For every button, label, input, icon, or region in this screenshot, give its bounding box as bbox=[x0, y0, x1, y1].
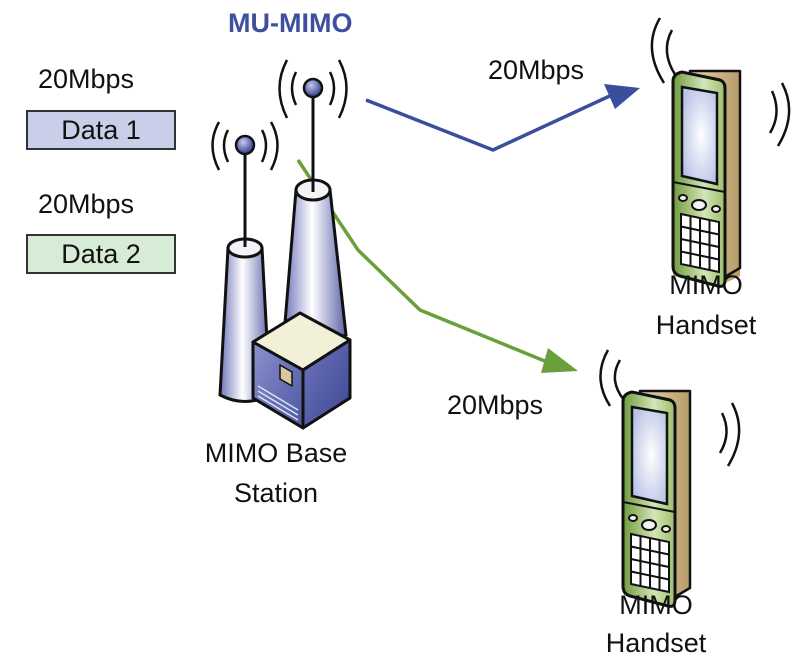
antenna-tower-icon bbox=[278, 59, 348, 343]
data-2-box: Data 2 bbox=[26, 234, 176, 274]
radio-waves-icon bbox=[211, 121, 279, 171]
radio-waves-icon bbox=[599, 349, 741, 467]
handset-2-label-line2: Handset bbox=[605, 628, 707, 658]
mobile-handset-icon bbox=[650, 17, 791, 288]
link-2-rate: 20Mbps bbox=[447, 390, 544, 420]
mobile-handset-icon bbox=[599, 349, 741, 608]
link-arrow-data-1 bbox=[365, 84, 640, 152]
diagram-title: MU-MIMO bbox=[228, 8, 353, 38]
data-1-box: Data 1 bbox=[26, 110, 176, 150]
radio-waves-icon bbox=[278, 59, 348, 119]
radio-waves-icon bbox=[650, 17, 791, 147]
handset-1-label-line2: Handset bbox=[655, 310, 757, 340]
handset-1-label-line1: MIMO bbox=[669, 270, 743, 300]
base-station-cabinet-icon bbox=[251, 311, 352, 430]
stream-2-rate: 20Mbps bbox=[38, 189, 135, 219]
handset-2-label-line1: MIMO bbox=[619, 590, 693, 620]
link-1-rate: 20Mbps bbox=[488, 55, 585, 85]
base-station-label-line2: Station bbox=[233, 478, 319, 508]
stream-1-rate: 20Mbps bbox=[38, 64, 135, 94]
base-station-label-line1: MIMO Base bbox=[204, 438, 348, 468]
